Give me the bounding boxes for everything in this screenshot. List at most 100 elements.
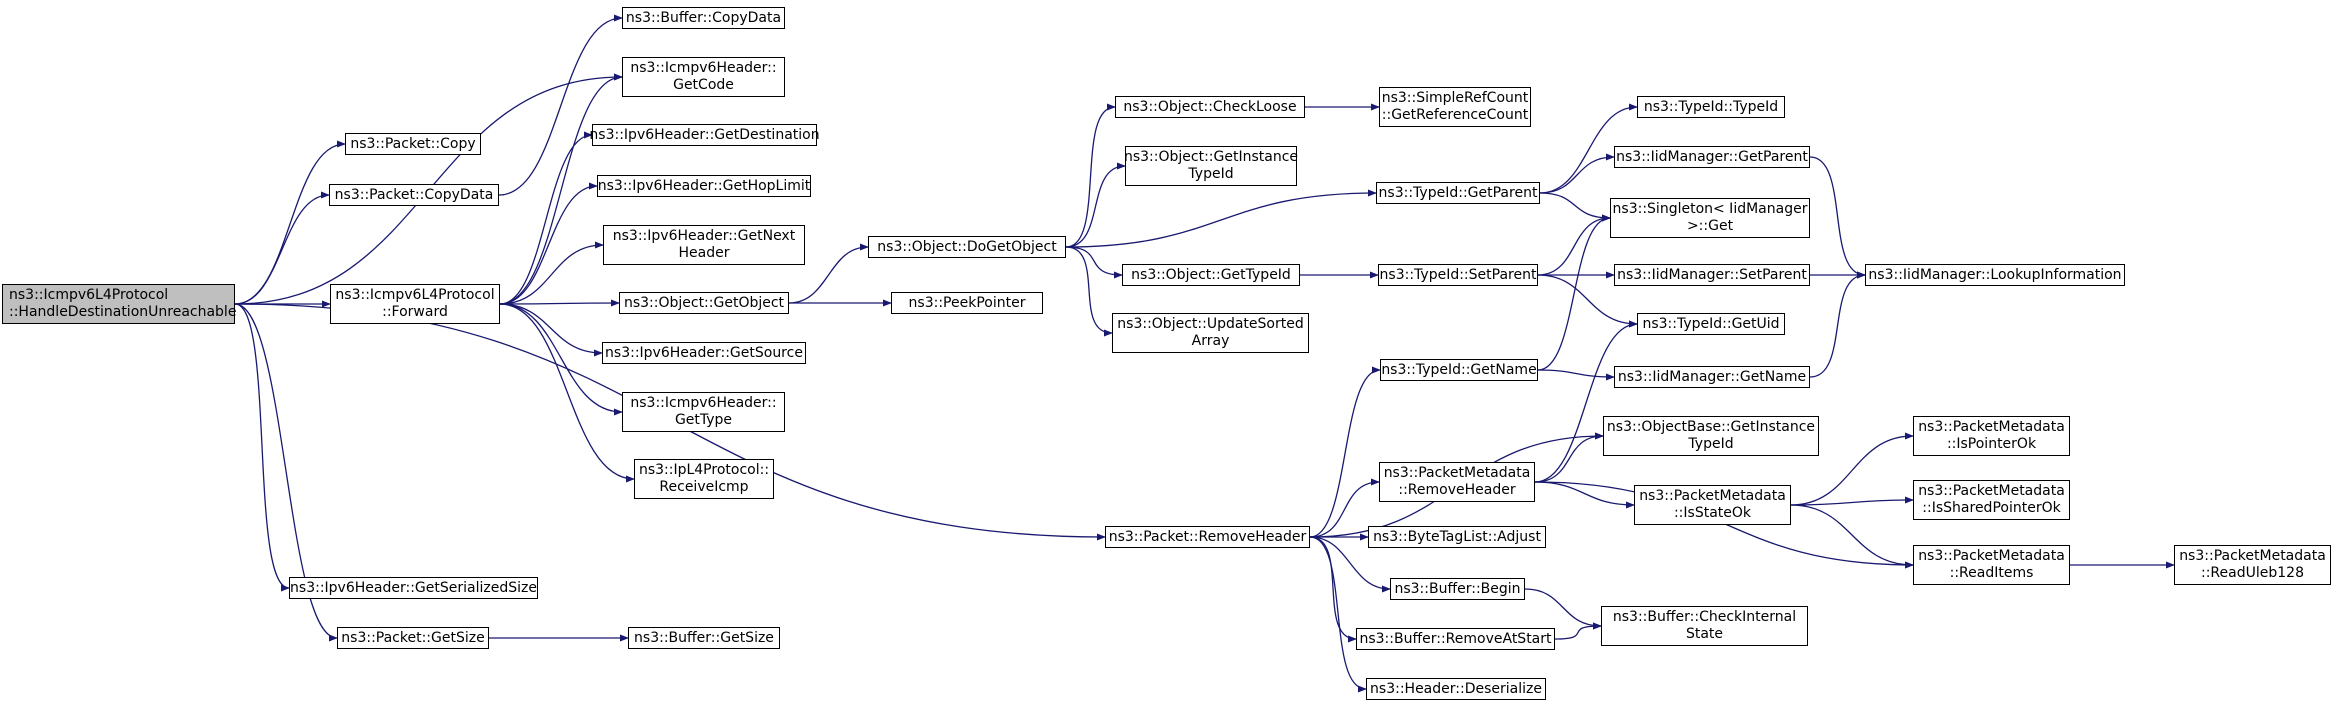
node-label-line: ns3::ObjectBase::GetInstance	[1606, 419, 1816, 435]
node-label-line: ns3::ByteTagList::Adjust	[1373, 528, 1541, 545]
node-label-line: TypeId	[1688, 436, 1734, 452]
node-label-line: ns3::Object::CheckLoose	[1123, 98, 1297, 115]
node-label-line: ns3::IidManager::LookupInformation	[1868, 266, 2122, 283]
node-buffer-getsize[interactable]: ns3::Buffer::GetSize	[628, 627, 780, 649]
node-iid-lookupinformation[interactable]: ns3::IidManager::LookupInformation	[1865, 264, 2125, 286]
node-singleton-get[interactable]: ns3::Singleton< IidManager>::Get	[1610, 198, 1810, 238]
node-label-line: ns3::IidManager::GetParent	[1616, 148, 1808, 165]
node-simplerefcount[interactable]: ns3::SimpleRefCount::GetReferenceCount	[1379, 87, 1531, 127]
node-label-line: ns3::PacketMetadata	[1918, 548, 2065, 564]
node-pm-removeheader[interactable]: ns3::PacketMetadata::RemoveHeader	[1379, 462, 1535, 502]
node-header-deserialize[interactable]: ns3::Header::Deserialize	[1366, 678, 1546, 700]
node-label-line: Header	[678, 245, 730, 261]
node-label-line: ns3::PacketMetadata	[1383, 465, 1531, 481]
node-label-line: ::ReadUleb128	[2201, 565, 2304, 581]
node-pm-isstateok[interactable]: ns3::PacketMetadata::IsStateOk	[1634, 485, 1791, 525]
edge-typeid-getname-to-iid-getname	[1537, 369, 1615, 381]
node-typeid-typeid[interactable]: ns3::TypeId::TypeId	[1637, 96, 1785, 118]
node-label-line: ::IsPointerOk	[1946, 436, 2037, 452]
edge-forward-to-ipl4-receiveicmp	[499, 303, 635, 483]
edge-forward-to-icmpv6-getcode	[499, 73, 623, 305]
node-ipv6-getsource[interactable]: ns3::Ipv6Header::GetSource	[602, 342, 806, 364]
node-object-checkloose[interactable]: ns3::Object::CheckLoose	[1115, 96, 1305, 118]
node-label-line: ::HandleDestinationUnreachable	[9, 304, 237, 320]
node-object-gettypeid[interactable]: ns3::Object::GetTypeId	[1122, 264, 1300, 286]
node-pm-readuleb128[interactable]: ns3::PacketMetadata::ReadUleb128	[2174, 545, 2331, 585]
node-label-line: ns3::IidManager::GetName	[1617, 368, 1807, 385]
node-forward[interactable]: ns3::Icmpv6L4Protocol::Forward	[330, 284, 500, 324]
node-typeid-getparent[interactable]: ns3::TypeId::GetParent	[1376, 182, 1540, 204]
node-buffer-copydata[interactable]: ns3::Buffer::CopyData	[622, 7, 785, 29]
node-label-line: ns3::Object::GetObject	[623, 294, 785, 311]
node-icmpv6-gettype[interactable]: ns3::Icmpv6Header::GetType	[622, 392, 785, 432]
node-label-line: ns3::PacketMetadata	[1918, 419, 2065, 435]
node-typeid-setparent[interactable]: ns3::TypeId::SetParent	[1378, 264, 1538, 286]
node-buffer-removeatstart[interactable]: ns3::Buffer::RemoveAtStart	[1356, 628, 1555, 650]
node-ipv6-getdestination[interactable]: ns3::Ipv6Header::GetDestination	[589, 124, 820, 146]
edge-forward-to-ipv6-getsource	[499, 303, 603, 357]
edge-packet-removeheader-to-typeid-getname	[1309, 366, 1381, 538]
node-label-line: ns3::TypeId::SetParent	[1379, 266, 1537, 283]
node-label-line: TypeId	[1188, 166, 1234, 182]
edge-typeid-getname-to-singleton-get	[1537, 214, 1611, 371]
node-pm-ispointerok[interactable]: ns3::PacketMetadata::IsPointerOk	[1913, 416, 2070, 456]
node-object-getobject[interactable]: ns3::Object::GetObject	[619, 292, 789, 314]
node-label-line: ns3::Buffer::RemoveAtStart	[1359, 630, 1552, 647]
node-label-line: ns3::Header::Deserialize	[1370, 680, 1542, 697]
edge-iid-getname-to-iid-lookupinformation	[1809, 271, 1866, 378]
edge-object-getobject-to-object-dogetobject	[788, 243, 869, 304]
node-label-line: ns3::IidManager::SetParent	[1617, 266, 1807, 283]
edge-typeid-getparent-to-typeid-typeid	[1539, 103, 1638, 194]
node-label-line: ::GetReferenceCount	[1381, 107, 1529, 123]
node-label-line: ns3::Object::DoGetObject	[877, 238, 1057, 255]
node-label-line: ns3::IpL4Protocol::	[638, 462, 770, 478]
edge-forward-to-object-getobject	[499, 299, 620, 307]
node-packet-removeheader[interactable]: ns3::Packet::RemoveHeader	[1105, 526, 1310, 548]
node-typeid-getname[interactable]: ns3::TypeId::GetName	[1380, 359, 1538, 381]
node-label-line: ns3::Buffer::Begin	[1394, 580, 1521, 597]
node-label-line: Array	[1191, 333, 1230, 349]
node-label-line: ns3::Ipv6Header::GetHopLimit	[597, 177, 811, 194]
edge-root-to-packet-copy	[234, 140, 346, 305]
node-label-line: ns3::Icmpv6L4Protocol	[9, 287, 169, 303]
edge-forward-to-ipv6-gethoplimit	[499, 182, 598, 305]
node-label-line: ns3::Object::GetTypeId	[1131, 266, 1291, 283]
node-typeid-getuid[interactable]: ns3::TypeId::GetUid	[1637, 313, 1785, 335]
node-label-line: ns3::Buffer::GetSize	[634, 629, 774, 646]
node-label-line: ns3::PacketMetadata	[1918, 483, 2065, 499]
node-ipl4-receiveicmp[interactable]: ns3::IpL4Protocol::ReceiveIcmp	[634, 459, 774, 499]
node-packet-copydata[interactable]: ns3::Packet::CopyData	[329, 184, 499, 206]
node-peekpointer[interactable]: ns3::PeekPointer	[891, 292, 1043, 314]
node-ipv6-gethoplimit[interactable]: ns3::Ipv6Header::GetHopLimit	[597, 175, 811, 197]
node-packet-getsize[interactable]: ns3::Packet::GetSize	[337, 627, 489, 649]
node-ipv6-getserializedsize[interactable]: ns3::Ipv6Header::GetSerializedSize	[289, 577, 538, 599]
node-label-line: ns3::Object::GetInstance	[1123, 149, 1299, 165]
node-buffer-begin[interactable]: ns3::Buffer::Begin	[1390, 578, 1525, 600]
edge-pm-removeheader-to-objectbase-getinstancetypeid	[1534, 432, 1604, 483]
node-label-line: ns3::Object::UpdateSorted	[1117, 316, 1304, 332]
node-iid-setparent[interactable]: ns3::IidManager::SetParent	[1614, 264, 1810, 286]
edge-root-to-packet-copydata	[234, 191, 330, 305]
node-label-line: State	[1685, 626, 1724, 642]
node-label-line: ::RemoveHeader	[1398, 482, 1516, 498]
node-label-line: ns3::PeekPointer	[908, 294, 1026, 311]
node-iid-getparent[interactable]: ns3::IidManager::GetParent	[1614, 146, 1810, 168]
edge-pm-isstateok-to-pm-ispointerok	[1790, 432, 1914, 506]
edge-typeid-getparent-to-singleton-get	[1539, 192, 1611, 222]
node-pm-readitems[interactable]: ns3::PacketMetadata::ReadItems	[1913, 545, 2070, 585]
edge-object-dogetobject-to-object-updatesortedarray	[1065, 246, 1113, 337]
node-packet-copy[interactable]: ns3::Packet::Copy	[345, 133, 481, 155]
node-iid-getname[interactable]: ns3::IidManager::GetName	[1614, 366, 1810, 388]
node-object-dogetobject[interactable]: ns3::Object::DoGetObject	[868, 236, 1066, 258]
node-icmpv6-getcode[interactable]: ns3::Icmpv6Header::GetCode	[622, 57, 785, 97]
edge-pm-isstateok-to-pm-readitems	[1790, 504, 1914, 569]
edge-object-dogetobject-to-object-getinstancetypeid	[1065, 162, 1126, 248]
node-label-line: ns3::Icmpv6Header::	[630, 60, 777, 76]
node-bytetaglist-adjust[interactable]: ns3::ByteTagList::Adjust	[1368, 526, 1546, 548]
node-pm-issharedpointerok[interactable]: ns3::PacketMetadata::IsSharedPointerOk	[1913, 480, 2070, 520]
